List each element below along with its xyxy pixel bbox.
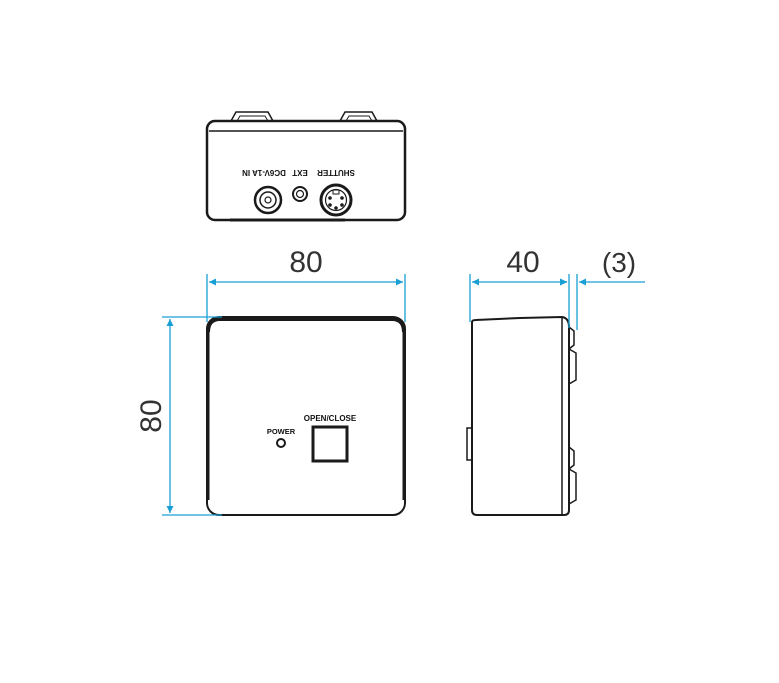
dc-in-label: DC6V-1A IN	[242, 168, 286, 177]
ext-label: EXT	[292, 168, 308, 177]
offset-dimension-label: (3)	[602, 247, 636, 278]
shutter-connector-icon	[319, 183, 353, 217]
ext-jack-icon	[292, 186, 308, 202]
power-label: POWER	[267, 427, 296, 436]
mount-tab-left	[230, 111, 274, 122]
open-close-button	[311, 425, 349, 463]
dimension-lines	[162, 274, 645, 516]
height-dimension-label: 80	[135, 399, 168, 432]
side-view	[466, 315, 577, 516]
depth-dimension-label: 40	[506, 246, 539, 279]
top-view	[205, 111, 407, 222]
side-view-body	[471, 315, 570, 516]
open-close-label: OPEN/CLOSE	[304, 414, 357, 423]
power-led-icon	[276, 438, 286, 448]
mount-tab-right	[339, 111, 378, 122]
shutter-label: SHUTTER	[317, 168, 355, 177]
width-dimension-label: 80	[289, 246, 322, 279]
front-view	[206, 316, 406, 516]
dc-jack-icon	[253, 185, 283, 215]
